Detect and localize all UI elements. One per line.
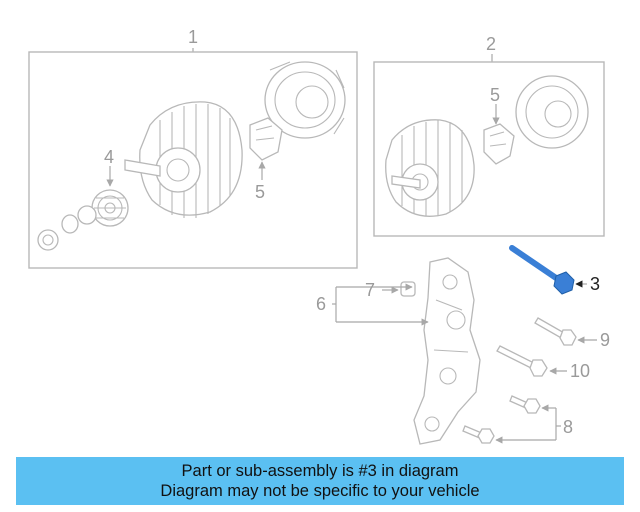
callout-6: 6 [316,294,326,314]
assembly-2-frame [373,61,605,237]
info-banner: Part or sub-assembly is #3 in diagram Di… [16,457,624,505]
mounting-bracket-6[interactable] [413,257,481,445]
callout-1: 1 [188,27,198,47]
pulley-4 [91,189,129,227]
callout-2: 2 [486,34,496,54]
callout-5-right: 5 [490,85,500,105]
alternator-assembly-1[interactable] [28,48,358,269]
bolt-8-upper[interactable] [509,395,541,414]
bolt-3-highlighted[interactable] [509,245,575,295]
callout-4: 4 [104,147,114,167]
callout-9: 9 [600,330,610,350]
brush-holder-5 [249,117,283,161]
bolt-8-lower[interactable] [462,425,495,444]
banner-line-2: Diagram may not be specific to your vehi… [160,482,480,500]
callout-7: 7 [365,280,375,300]
bushing-7[interactable] [400,281,416,297]
washers-nut [37,205,97,251]
alternator-2-rear-housing [515,75,589,149]
bolt-9[interactable] [534,317,577,346]
leader-lines [106,104,597,444]
callout-10: 10 [570,361,590,381]
banner-line-1: Part or sub-assembly is #3 in diagram [181,462,459,480]
callout-3[interactable]: 3 [590,274,600,294]
alternator-body [124,101,243,218]
callout-5-left: 5 [255,182,265,202]
callout-8: 8 [563,417,573,437]
alternator-rear-housing [264,61,346,139]
bolt-10[interactable] [496,345,548,377]
brush-holder-2-5 [483,123,515,165]
alternator-assembly-2[interactable] [373,54,605,237]
assembly-1-frame [28,51,358,269]
alternator-2-body [385,119,475,217]
